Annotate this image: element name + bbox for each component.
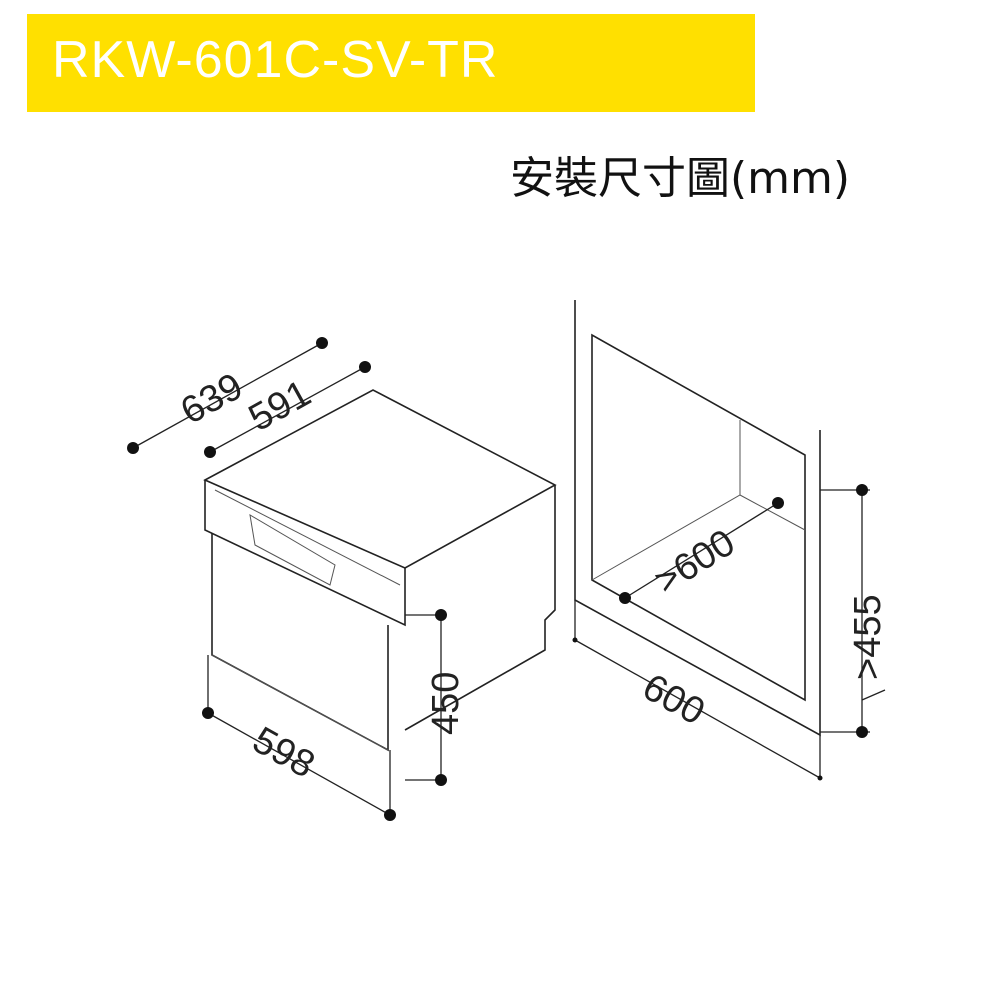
cabinet-height-label: >455 bbox=[847, 594, 889, 680]
depth-body-label: 591 bbox=[242, 372, 318, 439]
width-label: 598 bbox=[246, 719, 322, 786]
dishwasher-drawing bbox=[203, 389, 557, 752]
dimension-endpoints bbox=[127, 337, 868, 821]
height-label: 450 bbox=[425, 672, 467, 735]
cabinet-drawing bbox=[574, 300, 821, 737]
depth-total-label: 639 bbox=[174, 365, 250, 432]
model-banner bbox=[27, 14, 755, 112]
diagram-subtitle: 安裝尺寸圖(mm) bbox=[510, 153, 851, 204]
model-title: RKW-601C-SV-TR bbox=[52, 31, 499, 89]
cabinet-width-label: 600 bbox=[636, 666, 712, 733]
dimension-lines bbox=[132, 342, 886, 816]
